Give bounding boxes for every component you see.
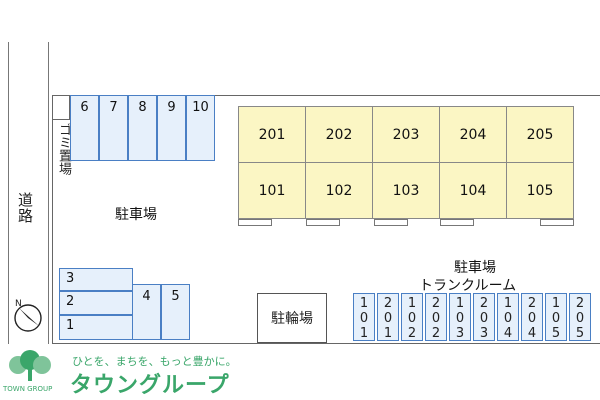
unit-205: 205 <box>506 106 574 163</box>
entrance-step <box>238 219 272 226</box>
entrance-step <box>440 219 474 226</box>
parking-slot: 4 <box>132 284 161 340</box>
unit-201: 201 <box>238 106 306 163</box>
parking-slot: 10 <box>186 95 215 161</box>
logo-text: TOWN GROUP <box>3 385 53 393</box>
entrance-step <box>540 219 574 226</box>
unit-101: 101 <box>238 162 306 219</box>
road-label: 道路 <box>16 192 34 224</box>
unit-204: 204 <box>439 106 507 163</box>
road-edge-left <box>8 42 9 344</box>
unit-105: 105 <box>506 162 574 219</box>
entrance-step <box>374 219 408 226</box>
garbage-area <box>52 95 70 120</box>
unit-203: 203 <box>372 106 440 163</box>
road-edge-right <box>48 42 49 344</box>
parking-slot: 8 <box>128 95 157 161</box>
north-arrow-icon: N <box>11 296 45 334</box>
unit-103: 103 <box>372 162 440 219</box>
footer-brand: タウングループ <box>70 373 230 398</box>
unit-102: 102 <box>305 162 373 219</box>
trunk-room-label: トランクルーム <box>419 278 517 294</box>
unit-104: 104 <box>439 162 507 219</box>
north-label: N <box>15 299 22 309</box>
parking-slot: 2 <box>59 291 133 315</box>
parking-slot: 6 <box>70 95 99 161</box>
parking-slot: 9 <box>157 95 186 161</box>
parking-slot: 7 <box>99 95 128 161</box>
unit-202: 202 <box>305 106 373 163</box>
parking-label-right: 駐車場 <box>454 260 496 276</box>
garbage-label: ゴミ置場 <box>56 123 71 175</box>
parking-label-top: 駐車場 <box>115 207 157 223</box>
parking-slot: 1 <box>59 315 133 340</box>
parking-slot: 3 <box>59 268 133 291</box>
town-group-logo <box>0 347 60 400</box>
entrance-step <box>306 219 340 226</box>
parking-slot: 5 <box>161 284 190 340</box>
footer-tagline: ひとを、まちを、もっと豊かに。 <box>72 355 237 368</box>
bicycle-parking: 駐輪場 <box>257 293 327 343</box>
